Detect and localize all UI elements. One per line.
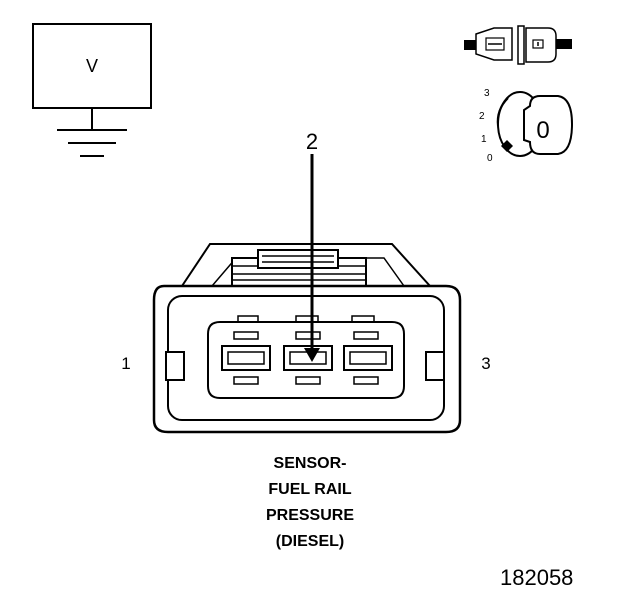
pin-2-leader (304, 154, 320, 362)
connector-disconnect-icon (464, 25, 572, 65)
caption-line-1: SENSOR- (273, 455, 347, 472)
pin-label-1: 1 (121, 354, 130, 373)
caption-line-2: FUEL RAIL (268, 481, 352, 498)
ignition-key-icon: 3 2 1 0 0 (479, 88, 574, 164)
terminal-pin-2 (283, 345, 333, 371)
connector-body (152, 243, 462, 434)
key-position-3: 3 (484, 88, 490, 99)
ground-icon (57, 129, 127, 157)
caption-line-3: PRESSURE (265, 507, 355, 524)
voltmeter-symbol: V (32, 23, 152, 157)
figure-number: 182058 (500, 565, 574, 590)
key-position-0: 0 (487, 153, 493, 164)
pin-label-3: 3 (481, 354, 490, 373)
terminal-pin-3 (343, 345, 393, 371)
key-position-1: 1 (481, 134, 487, 145)
caption-line-4: (DIESEL) (275, 533, 345, 550)
terminal-pin-1 (221, 345, 271, 371)
sensor-caption: SENSOR- FUEL RAIL PRESSURE (DIESEL) (230, 455, 390, 551)
key-label: 0 (536, 117, 549, 144)
pin-label-2: 2 (306, 129, 318, 154)
voltmeter-label: V (86, 56, 98, 76)
key-position-2: 2 (479, 111, 485, 122)
